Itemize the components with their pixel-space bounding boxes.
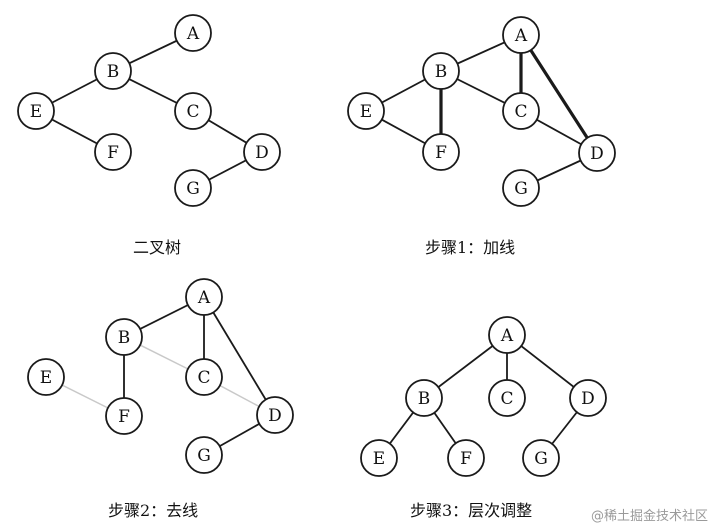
- node-circle: [105, 318, 143, 356]
- node-g: G: [185, 436, 223, 474]
- node-circle: [422, 133, 460, 171]
- node-circle: [94, 133, 132, 171]
- edge-a-d: [203, 296, 276, 416]
- node-circle: [243, 133, 281, 171]
- node-c: C: [174, 92, 212, 130]
- node-label: A: [500, 326, 514, 346]
- node-label: B: [107, 62, 120, 82]
- node-label: D: [268, 406, 282, 426]
- node-circle: [447, 439, 485, 477]
- node-c: C: [502, 92, 540, 130]
- node-f: F: [422, 133, 460, 171]
- panel-step1-add-lines: A B C D E F G: [347, 16, 616, 207]
- node-g: G: [522, 439, 560, 477]
- node-d: D: [569, 379, 607, 417]
- node-circle: [17, 92, 55, 130]
- node-circle: [502, 16, 540, 54]
- node-circle: [522, 439, 560, 477]
- node-label: G: [186, 179, 200, 199]
- node-label: C: [500, 389, 513, 409]
- panel-binary-tree: A B C D E F G: [17, 14, 281, 207]
- caption-binary-tree: 二叉树: [133, 238, 182, 257]
- node-c: C: [185, 358, 223, 396]
- node-circle: [405, 379, 443, 417]
- node-f: F: [447, 439, 485, 477]
- node-label: A: [514, 26, 528, 46]
- node-a: A: [174, 14, 212, 52]
- node-f: F: [94, 133, 132, 171]
- node-circle: [174, 169, 212, 207]
- caption-step1: 步骤1：加线: [425, 238, 516, 257]
- node-label: E: [40, 368, 52, 388]
- node-b: B: [105, 318, 143, 356]
- caption-step2: 步骤2：去线: [108, 501, 199, 520]
- watermark: @稀土掘金技术社区: [590, 509, 708, 524]
- node-label: G: [197, 446, 211, 466]
- node-circle: [174, 14, 212, 52]
- node-g: G: [174, 169, 212, 207]
- node-label: F: [107, 143, 119, 163]
- node-circle: [422, 52, 460, 90]
- node-circle: [185, 358, 223, 396]
- node-circle: [502, 92, 540, 130]
- node-label: D: [590, 144, 604, 164]
- node-label: F: [460, 449, 472, 469]
- node-e: E: [27, 358, 65, 396]
- node-label: E: [373, 449, 385, 469]
- node-label: A: [186, 24, 200, 44]
- node-label: G: [514, 179, 528, 199]
- node-circle: [94, 52, 132, 90]
- node-label: B: [418, 389, 431, 409]
- node-label: C: [197, 368, 210, 388]
- node-f: F: [105, 397, 143, 435]
- node-label: G: [534, 449, 548, 469]
- node-b: B: [94, 52, 132, 90]
- node-e: E: [360, 439, 398, 477]
- node-circle: [360, 439, 398, 477]
- node-circle: [488, 379, 526, 417]
- node-circle: [185, 436, 223, 474]
- node-label: B: [435, 62, 448, 82]
- node-d: D: [243, 133, 281, 171]
- node-a: A: [185, 278, 223, 316]
- node-label: C: [186, 102, 199, 122]
- node-label: A: [197, 288, 211, 308]
- node-label: B: [118, 328, 131, 348]
- node-label: E: [30, 102, 42, 122]
- node-label: C: [514, 102, 527, 122]
- node-circle: [578, 134, 616, 172]
- node-label: E: [360, 102, 372, 122]
- node-d: D: [578, 134, 616, 172]
- node-circle: [347, 92, 385, 130]
- panel-step2-remove-lines: A B C D E F G: [27, 278, 294, 474]
- panel-step3-level-adjust: A B C D E F G: [360, 316, 607, 477]
- node-a: A: [488, 316, 526, 354]
- node-circle: [488, 316, 526, 354]
- node-a: A: [502, 16, 540, 54]
- node-e: E: [347, 92, 385, 130]
- node-d: D: [256, 396, 294, 434]
- node-b: B: [405, 379, 443, 417]
- node-g: G: [502, 169, 540, 207]
- node-circle: [569, 379, 607, 417]
- node-label: F: [435, 143, 447, 163]
- node-label: F: [118, 407, 130, 427]
- node-e: E: [17, 92, 55, 130]
- node-b: B: [422, 52, 460, 90]
- node-circle: [105, 397, 143, 435]
- edge-a-d: [519, 34, 599, 154]
- node-circle: [502, 169, 540, 207]
- node-label: D: [581, 389, 595, 409]
- caption-step3: 步骤3：层次调整: [410, 501, 533, 520]
- node-circle: [174, 92, 212, 130]
- node-label: D: [255, 143, 269, 163]
- node-circle: [27, 358, 65, 396]
- node-circle: [256, 396, 294, 434]
- node-c: C: [488, 379, 526, 417]
- node-circle: [185, 278, 223, 316]
